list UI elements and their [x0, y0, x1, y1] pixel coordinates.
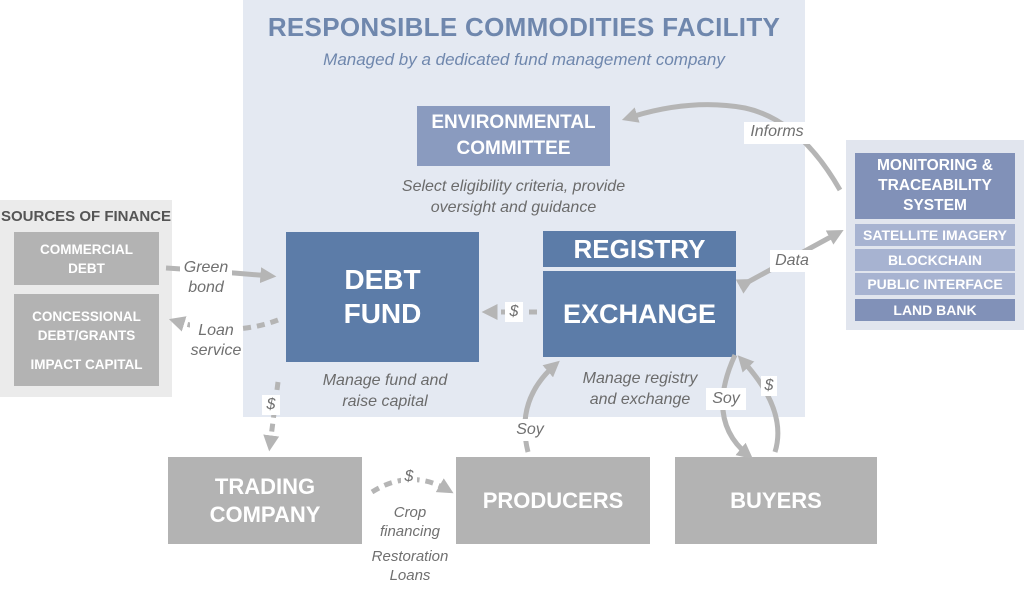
exchange-to-fund-dollar-label: $ [509, 303, 519, 320]
producers-to-exchange-soy-arrow [522, 360, 560, 453]
loan-service-label-line1: Loan [198, 322, 234, 339]
exchange-label: EXCHANGE [562, 298, 717, 329]
facility-subtitle: Managed by a dedicated fund management c… [323, 50, 725, 69]
registry-label: REGISTRY [573, 233, 706, 264]
green-bond-label-line2: bond [188, 279, 224, 296]
exchange-to-buyers-soy-arrow [720, 353, 753, 460]
buyers-box: BUYERS [675, 457, 877, 544]
monitoring-title-line2: TRACEABILITY [878, 177, 992, 194]
concessional-line1: CONCESSIONAL [32, 308, 141, 324]
environmental-committee-box: ENVIRONMENTAL COMMITTEE [417, 106, 610, 166]
buyers-dollar-label: $ [764, 377, 774, 394]
debt-fund-caption-line2: raise capital [342, 393, 428, 410]
environmental-committee-label-line2: COMMITTEE [456, 138, 571, 159]
sources-of-finance-title: SOURCES OF FINANCE [0, 208, 171, 225]
loan-service-label: Loan service [188, 321, 244, 361]
crop-financing-label-line2: financing [379, 523, 441, 540]
monitoring-item-public-interface: PUBLIC INTERFACE [855, 273, 1015, 295]
monitoring-item-land-bank: LAND BANK [855, 299, 1015, 321]
restoration-loans-label: Restoration Loans [364, 547, 456, 585]
informs-label: Informs [750, 123, 804, 140]
registry-exchange-caption: Manage registry and exchange [560, 368, 720, 410]
data-label: Data [775, 252, 809, 269]
facility-title: RESPONSIBLE COMMODITIES FACILITY [267, 12, 781, 42]
loan-service-label-line2: service [190, 342, 242, 359]
restoration-loans-label-line1: Restoration [371, 548, 449, 565]
crop-financing-label-line1: Crop [393, 504, 427, 521]
registry-exchange-caption-line1: Manage registry [582, 370, 698, 387]
buyers-soy-label: Soy [712, 390, 740, 407]
concessional-line2: DEBT/GRANTS [37, 327, 136, 343]
debt-fund-label-line1: DEBT [344, 264, 421, 295]
monitoring-title-line1: MONITORING & [877, 157, 993, 174]
debt-fund-caption-line1: Manage fund and [322, 372, 448, 389]
green-bond-label-line1: Green [183, 259, 229, 276]
producers-soy-label: Soy [516, 421, 544, 438]
restoration-loans-label-line2: Loans [389, 567, 431, 584]
trading-company-line2: COMPANY [209, 501, 321, 527]
monitoring-title-box: MONITORING & TRACEABILITY SYSTEM [855, 153, 1015, 219]
crop-financing-label: Crop financing [372, 503, 448, 541]
buyers-label: BUYERS [730, 487, 822, 513]
commercial-debt-line2: DEBT [68, 260, 105, 276]
monitoring-title-line3: SYSTEM [903, 197, 967, 214]
producers-label: PRODUCERS [482, 487, 624, 513]
environmental-committee-label-line1: ENVIRONMENTAL [431, 112, 596, 133]
registry-box: REGISTRY [543, 231, 736, 267]
exchange-box: EXCHANGE [543, 271, 736, 357]
registry-exchange-caption-line2: and exchange [589, 391, 691, 408]
environmental-committee-caption-line2: oversight and guidance [430, 199, 597, 216]
trading-company-box: TRADING COMPANY [168, 457, 362, 544]
green-bond-label: Green bond [180, 258, 232, 298]
fund-to-trading-dollar-label: $ [266, 396, 276, 413]
concessional-impact-box: CONCESSIONAL DEBT/GRANTS IMPACT CAPITAL [14, 294, 159, 386]
monitoring-item-blockchain: BLOCKCHAIN [855, 249, 1015, 271]
environmental-committee-caption-line1: Select eligibility criteria, provide [401, 178, 626, 195]
commercial-debt-box: COMMERCIAL DEBT [14, 232, 159, 285]
debt-fund-label-line2: FUND [343, 298, 422, 329]
commercial-debt-line1: COMMERCIAL [40, 241, 133, 257]
environmental-committee-caption: Select eligibility criteria, provide ove… [370, 176, 657, 218]
buyers-to-exchange-dollar-arrow [737, 355, 781, 453]
crop-financing-arrow [370, 477, 454, 495]
informs-arrow [621, 102, 843, 192]
impact-capital-label: IMPACT CAPITAL [30, 356, 143, 372]
trading-company-line1: TRADING [214, 473, 316, 499]
monitoring-item-satellite-imagery: SATELLITE IMAGERY [855, 224, 1015, 246]
crop-financing-dollar-label: $ [404, 468, 414, 485]
debt-fund-caption: Manage fund and raise capital [300, 370, 470, 412]
producers-box: PRODUCERS [456, 457, 650, 544]
debt-fund-box: DEBT FUND [286, 232, 479, 362]
